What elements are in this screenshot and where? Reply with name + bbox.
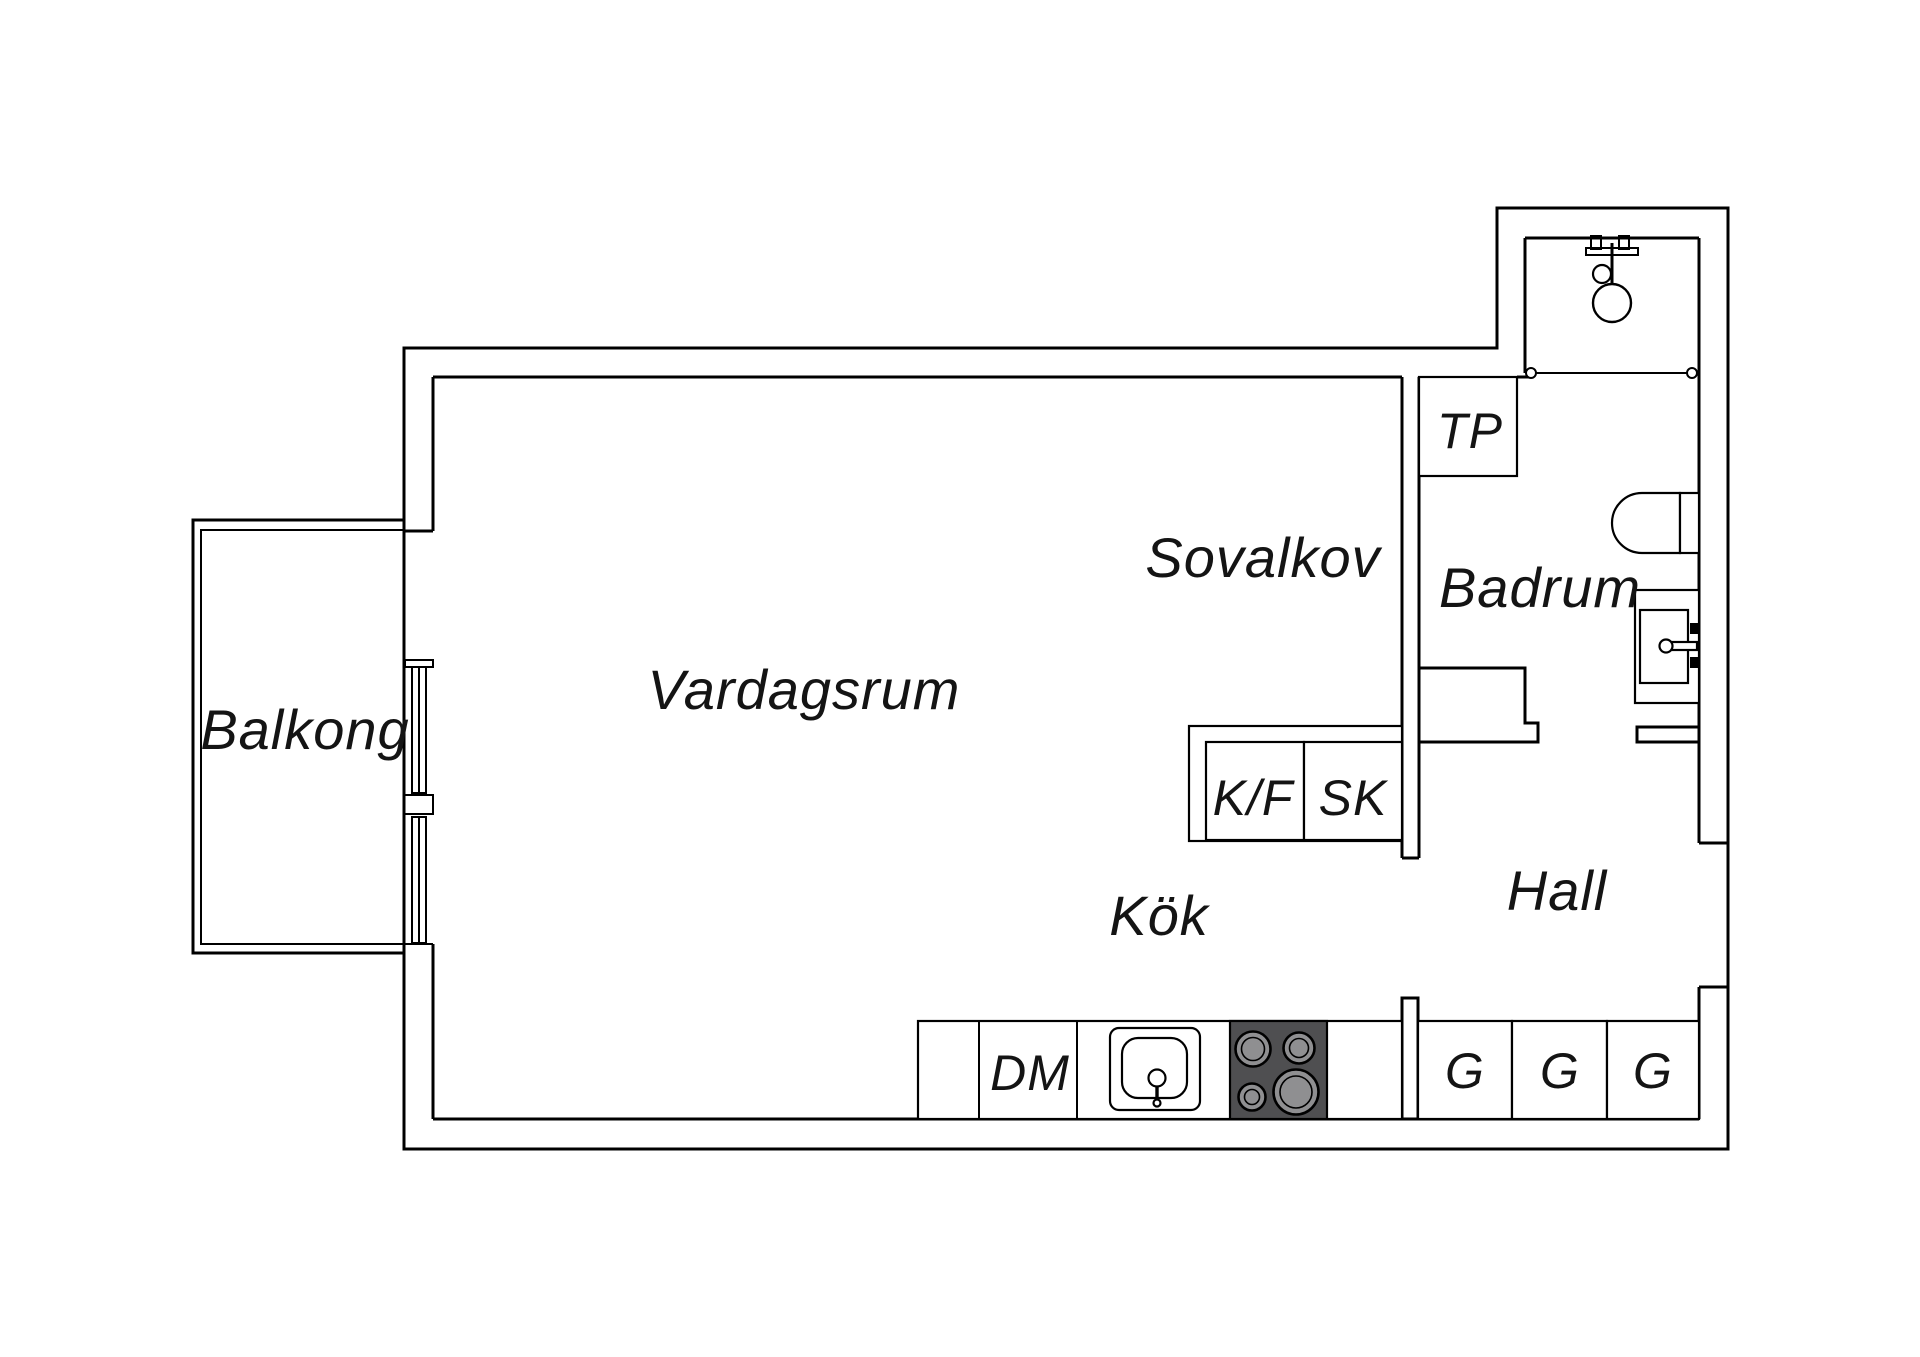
- core-wall-right-line: [1402, 377, 1421, 860]
- shower-icon: [1585, 235, 1639, 324]
- sink-drain: [1152, 1098, 1162, 1108]
- vanity-faucet-knob: [1658, 638, 1674, 654]
- outer-wall: [402, 206, 1730, 1151]
- inner-wall-right-lower: [1697, 985, 1728, 1119]
- room-label-sovalkov: Sovalkov: [1145, 526, 1382, 589]
- burner: [1282, 1031, 1316, 1065]
- room-label-hall: Hall: [1507, 859, 1608, 922]
- burner-ring: [1240, 1036, 1266, 1062]
- sink-faucet-knob: [1147, 1068, 1167, 1088]
- kitchen-sink-icon: [1108, 1026, 1202, 1112]
- stove-icon: [1228, 1019, 1329, 1121]
- burner: [1237, 1082, 1267, 1112]
- toilet-tank: [1678, 491, 1701, 555]
- fixture-labels: TP K/F SK DM G G G: [990, 403, 1673, 1101]
- badrum-door-stub: [1635, 725, 1701, 744]
- room-label-kok: Kök: [1109, 884, 1210, 947]
- kitchen-counter: [916, 1019, 1404, 1121]
- fixture-label-kf: K/F: [1213, 770, 1295, 826]
- burner-ring: [1288, 1037, 1310, 1059]
- balcony-windows: [403, 659, 434, 945]
- hall-wardrobes: [1416, 1019, 1701, 1121]
- shower-glass-partition: [1525, 367, 1698, 379]
- fridge-freezer-box: [1204, 740, 1306, 842]
- vanity-hinge: [1690, 657, 1699, 668]
- burner-ring: [1243, 1088, 1261, 1106]
- wardrobe-box: [1605, 1019, 1701, 1121]
- kitchen-hall-stub: [1400, 996, 1420, 1121]
- glass-end-cap: [1686, 367, 1698, 379]
- shower-knob: [1591, 263, 1613, 285]
- window-mid-post: [403, 794, 434, 815]
- balcony-outer-rail: [191, 518, 405, 955]
- balcony: [191, 518, 405, 955]
- toilet-icon: [1610, 491, 1701, 555]
- burner: [1234, 1030, 1272, 1068]
- walls: [402, 206, 1730, 1151]
- fixture-label-wardrobe: G: [1540, 1043, 1580, 1099]
- shower-head: [1591, 282, 1633, 324]
- inner-wall-left-upper: [405, 377, 435, 533]
- fixture-label-tp: TP: [1437, 403, 1503, 459]
- shower-annex-inner-wall: [1523, 236, 1699, 373]
- balcony-inner-rail: [200, 529, 405, 945]
- vanity-faucet-bar: [1669, 640, 1699, 652]
- fixture-label-wardrobe: G: [1633, 1043, 1673, 1099]
- tp-closet-box: [1417, 375, 1519, 478]
- toilet-bowl: [1610, 491, 1682, 555]
- fixture-label-wardrobe: G: [1445, 1043, 1485, 1099]
- glass-end-cap: [1525, 367, 1537, 379]
- badrum-lower-wall: [1417, 666, 1540, 744]
- sink-basin: [1120, 1036, 1189, 1100]
- vanity-hinge: [1690, 623, 1699, 634]
- inner-wall-right-upper: [1697, 238, 1728, 845]
- cabinet-box: [1302, 740, 1404, 842]
- burner-ring: [1279, 1075, 1313, 1109]
- fixture-label-sk: SK: [1319, 770, 1389, 826]
- room-label-badrum: Badrum: [1439, 556, 1641, 619]
- kitchen-appliance-block: [1187, 724, 1404, 843]
- window-top-cap: [404, 659, 434, 668]
- wardrobe-box: [1416, 1019, 1514, 1121]
- room-label-vardagsrum: Vardagsrum: [648, 658, 961, 721]
- room-label-balkong: Balkong: [200, 698, 409, 761]
- bathroom-sink-icon: [1633, 588, 1701, 705]
- counter-dividers: [978, 1021, 1328, 1119]
- room-labels: Balkong Vardagsrum Sovalkov Badrum Hall …: [200, 526, 1641, 947]
- fixture-label-dm: DM: [990, 1045, 1070, 1101]
- wardrobe-box: [1510, 1019, 1609, 1121]
